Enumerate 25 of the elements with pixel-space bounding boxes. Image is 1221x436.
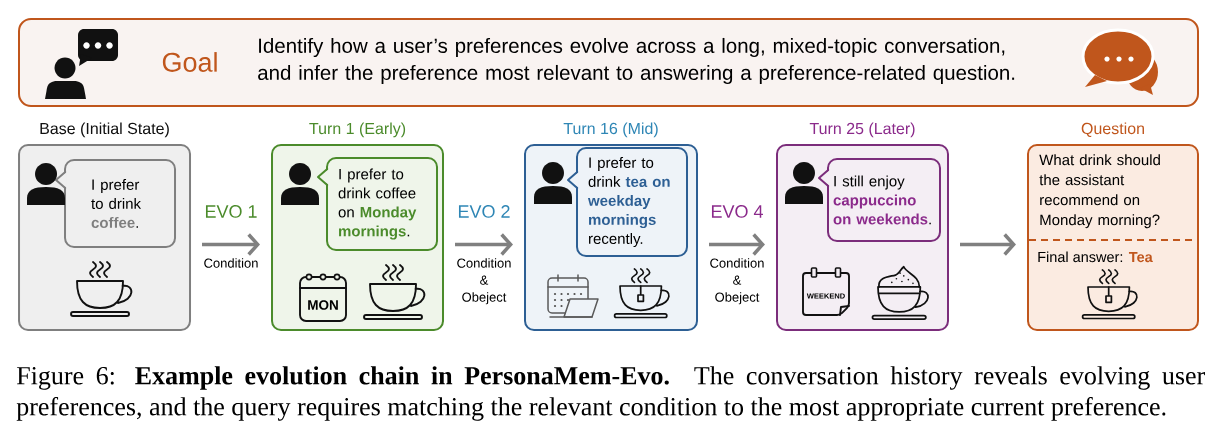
edge-label: EVO 2 (458, 205, 510, 218)
arrow (455, 233, 513, 256)
arrow-note: Condition (204, 258, 258, 268)
edge-label: EVO 1 (206, 205, 257, 218)
banner-title: Goal (162, 52, 217, 72)
panel-heading: Turn 16 (Mid) (563, 122, 658, 138)
speech-bubble: I prefer to drink coffee. (55, 159, 176, 248)
arrow-note: Condition & Obeject (710, 258, 764, 305)
panel-heading: Turn 25 (Later) (809, 122, 915, 138)
speech-bubble: I prefer to drink coffee on Monday mornings. (317, 157, 438, 251)
answer-text: Final answer: Tea (1038, 251, 1153, 263)
edge-label: EVO 4 (711, 205, 763, 218)
arrow-note: Condition & Obeject (457, 258, 511, 305)
speech-bubble: I still enjoy cappuccino on weekends. (818, 158, 941, 242)
banner-text: Identify how a user’s preferences evolve across a long, mixed-topic conversation, and infer the preference most relevant to answering a preference-related question. (258, 37, 1015, 85)
arrow (202, 233, 260, 256)
panel-heading: Turn 1 (Early) (309, 122, 406, 138)
arrow (709, 233, 765, 256)
arrow (960, 233, 1016, 256)
speech-bubble: I prefer to drink tea on weekday mornings recently. (567, 147, 688, 257)
figure-caption: Figure 6: Example evolution chain in PersonaMem-Evo. The conversation history reveals evolving user preferences, and the query requires matching the relevant condition to the most appropriate current preference. (16, 366, 1205, 421)
question-text: What drink should the assistant recommend on Monday morning? (1039, 154, 1160, 229)
panel-heading: Question (1081, 122, 1144, 137)
calendar-text: MON (308, 300, 338, 310)
panel-heading: Base (Initial State) (40, 122, 169, 138)
